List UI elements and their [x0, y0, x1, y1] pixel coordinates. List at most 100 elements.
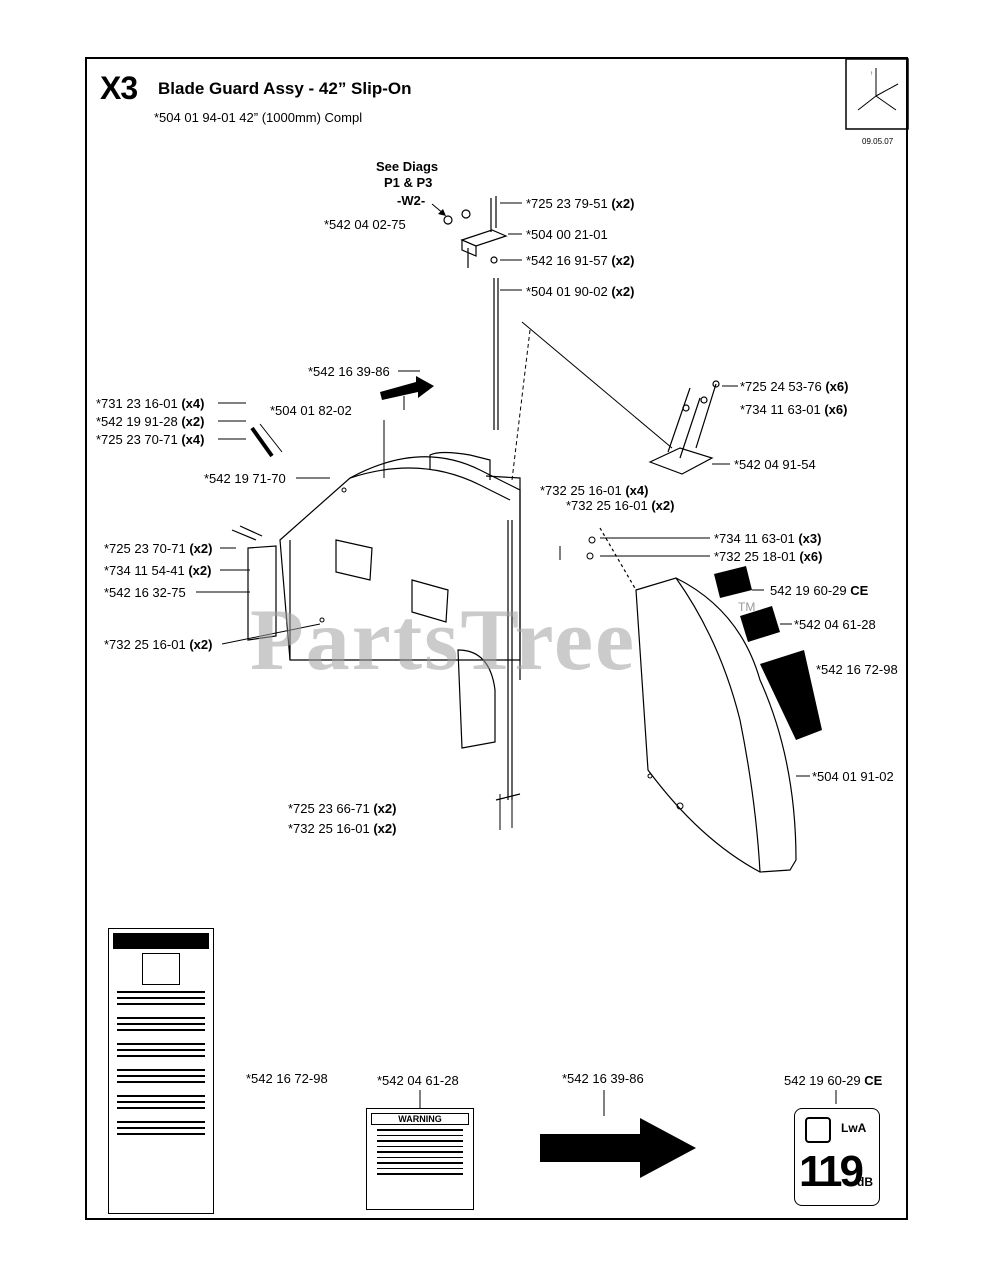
revision-date: 09.05.07 — [862, 137, 894, 146]
callout-p19[interactable]: *542 16 32-75 — [104, 585, 186, 600]
part-qty: (x4) — [181, 396, 205, 411]
part-qty: (x2) — [373, 821, 397, 836]
lwa-label: LwA — [841, 1121, 867, 1135]
part-qty: (x2) — [611, 253, 635, 268]
part-number: *734 11 63-01 — [740, 402, 821, 417]
callout-p3[interactable]: *542 16 91-57 (x2) — [526, 253, 634, 268]
decal-warning-large — [760, 650, 822, 740]
callout-p25[interactable]: *542 16 72-98 — [816, 662, 898, 677]
warning-heading: WARNING — [371, 1113, 469, 1125]
part-number: 542 19 60-29 — [770, 583, 847, 598]
part-number: *732 25 16-01 — [566, 498, 648, 513]
callout-p6[interactable]: *542 16 39-86 — [308, 364, 390, 379]
part-number: *542 04 02-75 — [324, 217, 406, 232]
right-bracket — [648, 380, 720, 475]
warning-decal-small: WARNING — [366, 1108, 474, 1210]
sound-level-decal: LwA 119 dB — [794, 1108, 880, 1206]
part-number: *725 23 70-71 — [104, 541, 186, 556]
diagram-frame — [85, 57, 908, 1220]
watermark-tm: TM — [738, 600, 756, 614]
w2-arrow — [431, 203, 446, 216]
callout-p4[interactable]: *504 01 90-02 (x2) — [526, 284, 634, 299]
decal-label-4[interactable]: 542 19 60-29 CE — [784, 1073, 882, 1088]
callout-p27[interactable]: *725 23 66-71 (x2) — [288, 801, 396, 816]
callout-p24[interactable]: *542 04 61-28 — [794, 617, 876, 632]
part-qty: CE — [850, 583, 869, 598]
callout-p11[interactable]: *542 19 71-70 — [204, 471, 286, 486]
part-number: *731 23 16-01 — [96, 396, 178, 411]
part-number: *732 25 18-01 — [714, 549, 796, 564]
callout-p13[interactable]: *734 11 63-01 (x6) — [740, 402, 847, 417]
callout-p2[interactable]: *504 00 21-01 — [526, 227, 608, 242]
callout-p18[interactable]: *734 11 54-41 (x2) — [104, 563, 211, 578]
part-qty: (x6) — [824, 402, 848, 417]
callout-p20[interactable]: *732 25 16-01 (x2) — [104, 637, 212, 652]
part-number: *504 00 21-01 — [526, 227, 608, 242]
part-number: *542 04 61-28 — [794, 617, 876, 632]
left-plate — [231, 525, 277, 641]
arrow-decal — [540, 1118, 696, 1178]
decal-label-3[interactable]: *542 16 39-86 — [562, 1071, 644, 1086]
callout-p12[interactable]: *725 24 53-76 (x6) — [740, 379, 848, 394]
callout-p8[interactable]: *542 19 91-28 (x2) — [96, 414, 204, 429]
part-qty: (x2) — [189, 637, 213, 652]
decal-label-2[interactable]: *542 04 61-28 — [377, 1073, 459, 1088]
part-number: *732 25 16-01 — [288, 821, 370, 836]
callout-p22[interactable]: *732 25 18-01 (x6) — [714, 549, 822, 564]
part-number: 542 19 60-29 — [784, 1073, 861, 1088]
engine-icon — [805, 1117, 831, 1143]
decal-label-1[interactable]: *542 16 72-98 — [246, 1071, 328, 1086]
hardware — [319, 487, 684, 830]
part-qty: (x3) — [798, 531, 822, 546]
part-qty: (x2) — [611, 196, 635, 211]
callout-p15[interactable]: *732 25 16-01 (x4) — [540, 483, 648, 498]
warning-decal-header — [113, 933, 209, 949]
part-number: *504 01 91-02 — [812, 769, 894, 784]
part-number: *542 16 91-57 — [526, 253, 608, 268]
part-number: *504 01 82-02 — [270, 403, 352, 418]
part-qty: (x2) — [189, 541, 213, 556]
part-number: *732 25 16-01 — [104, 637, 186, 652]
part-number: *542 04 91-54 — [734, 457, 816, 472]
part-qty: (x4) — [625, 483, 649, 498]
extension-shield — [599, 527, 797, 873]
svg-text:↑: ↑ — [870, 71, 873, 77]
part-qty: (x4) — [181, 432, 205, 447]
callout-p28[interactable]: *732 25 16-01 (x2) — [288, 821, 396, 836]
part-qty: (x6) — [799, 549, 823, 564]
part-number: *542 16 39-86 — [308, 364, 390, 379]
part-qty: (x2) — [188, 563, 212, 578]
orientation-icon: ↑ — [845, 58, 909, 130]
part-number: *725 23 70-71 — [96, 432, 178, 447]
part-number: *734 11 54-41 — [104, 563, 185, 578]
db-unit: dB — [857, 1175, 873, 1189]
callout-p1[interactable]: *725 23 79-51 (x2) — [526, 196, 634, 211]
part-number: *542 19 71-70 — [204, 471, 286, 486]
part-qty: (x2) — [651, 498, 675, 513]
callout-p17[interactable]: *725 23 70-71 (x2) — [104, 541, 212, 556]
part-number: *504 01 90-02 — [526, 284, 608, 299]
part-qty: (x2) — [373, 801, 397, 816]
warning-pictogram-icon — [142, 953, 180, 985]
part-number: *734 11 63-01 — [714, 531, 795, 546]
sound-level-value: 119 — [799, 1147, 864, 1196]
callout-p21[interactable]: *734 11 63-01 (x3) — [714, 531, 821, 546]
callout-p26[interactable]: *504 01 91-02 — [812, 769, 894, 784]
callout-p9[interactable]: *725 23 70-71 (x4) — [96, 432, 204, 447]
part-number: *725 23 79-51 — [526, 196, 608, 211]
callout-p23[interactable]: 542 19 60-29 CE — [770, 583, 868, 598]
part-qty: (x2) — [181, 414, 205, 429]
callout-p7[interactable]: *731 23 16-01 (x4) — [96, 396, 204, 411]
guard-arrow-decal — [380, 376, 434, 400]
part-qty: (x6) — [825, 379, 849, 394]
part-qty: CE — [864, 1073, 883, 1088]
see-diags-line2: P1 & P3 — [384, 175, 433, 190]
callout-p14[interactable]: *542 04 91-54 — [734, 457, 816, 472]
callout-p16[interactable]: *732 25 16-01 (x2) — [566, 498, 674, 513]
callout-p10[interactable]: *504 01 82-02 — [270, 403, 352, 418]
part-qty: (x2) — [611, 284, 635, 299]
see-diags-line3[interactable]: -W2- — [397, 193, 426, 208]
part-number: *732 25 16-01 — [540, 483, 622, 498]
callout-p5[interactable]: *542 04 02-75 — [324, 217, 406, 232]
